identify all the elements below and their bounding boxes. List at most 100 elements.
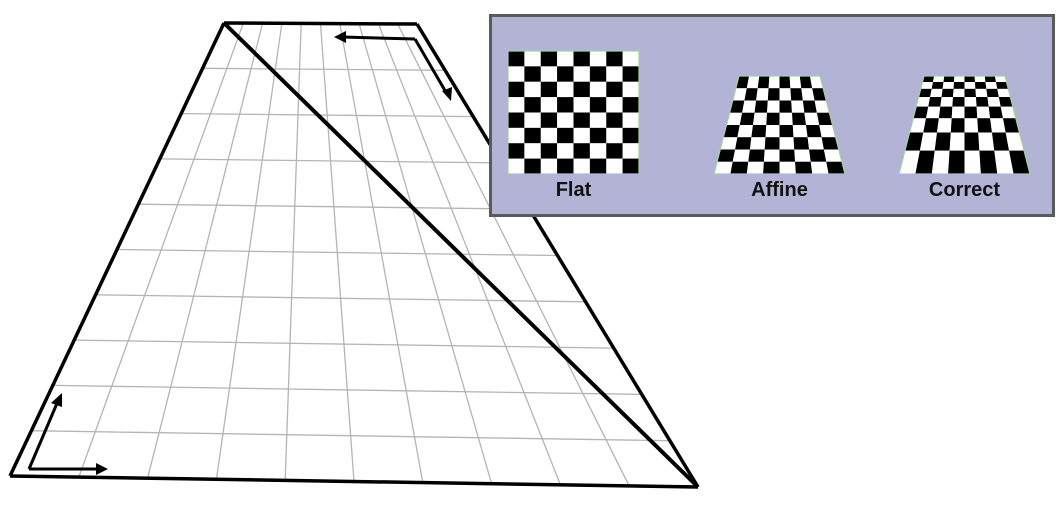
flat-label: Flat	[555, 179, 592, 201]
flat-cell	[589, 66, 607, 82]
flat-cell	[508, 81, 525, 98]
flat-cell	[540, 112, 558, 128]
correct-cell	[996, 82, 1009, 89]
affine-cell	[779, 125, 794, 138]
flat-cell	[622, 51, 639, 67]
flat-cell	[524, 143, 541, 159]
affine-cell	[791, 100, 805, 113]
correct-cell	[942, 82, 954, 89]
correct-cell	[976, 106, 991, 119]
flat-cell	[573, 127, 590, 144]
flat-cell	[557, 158, 574, 174]
correct-cell	[997, 88, 1011, 97]
flat-example: Flat	[506, 49, 641, 202]
flat-cell	[606, 127, 623, 144]
correct-cell	[918, 88, 932, 97]
correct-cell	[975, 88, 988, 97]
correct-cell	[964, 97, 977, 107]
correct-label: Correct	[928, 179, 1001, 201]
affine-cell	[792, 125, 808, 138]
correct-cell	[978, 132, 995, 151]
affine-cell	[807, 137, 824, 150]
correct-example: Correct	[897, 49, 1032, 202]
flat-cell	[508, 127, 525, 144]
affine-cell	[789, 76, 802, 89]
flat-cell	[508, 66, 525, 82]
affine-cell	[823, 149, 842, 162]
flat-cell	[589, 143, 607, 159]
affine-cell	[802, 100, 817, 113]
flat-cell	[508, 158, 525, 174]
flat-cell	[557, 97, 574, 113]
affine-cell	[826, 161, 845, 174]
affine-cell	[753, 112, 767, 125]
flat-cell	[589, 81, 607, 98]
flat-cell	[573, 81, 590, 98]
correct-cell	[913, 106, 929, 119]
flat-cell	[540, 143, 558, 159]
correct-cell	[992, 132, 1010, 151]
correct-cell	[984, 76, 996, 82]
affine-cell	[720, 137, 738, 150]
flat-cell	[540, 51, 558, 67]
flat-border	[507, 50, 640, 174]
correct-cell	[937, 118, 952, 133]
flat-cell	[573, 97, 590, 113]
flat-cell	[606, 51, 623, 67]
affine-cell	[793, 137, 810, 150]
affine-cell	[794, 149, 811, 162]
affine-cell	[732, 88, 747, 101]
affine-cell	[735, 137, 752, 150]
flat-cell	[573, 112, 590, 128]
flat-cell	[622, 158, 639, 174]
flat-cell	[508, 51, 525, 67]
correct-cell	[964, 76, 975, 82]
correct-border	[898, 75, 1031, 174]
affine-cell	[735, 76, 750, 89]
flat-cell	[524, 127, 541, 144]
flat-cell	[573, 66, 590, 82]
correct-cell	[950, 118, 965, 133]
correct-cell	[964, 88, 976, 97]
correct-cell	[985, 82, 998, 89]
flat-cell	[540, 66, 558, 82]
affine-cell	[732, 149, 750, 162]
flat-cell	[589, 97, 607, 113]
correct-cell	[915, 150, 935, 174]
affine-cell	[801, 88, 815, 101]
axis-arrow-icon	[27, 393, 108, 475]
flat-cell	[557, 127, 574, 144]
correct-cell	[986, 88, 999, 97]
correct-cell	[916, 97, 931, 107]
affine-cell	[792, 112, 806, 125]
correct-cell	[979, 150, 998, 174]
affine-cell	[779, 137, 795, 150]
correct-cell	[990, 118, 1006, 133]
affine-border	[713, 75, 846, 174]
flat-cell	[622, 81, 639, 98]
correct-cell	[940, 97, 953, 107]
flat-cell	[606, 97, 623, 113]
grid-line-horizontal	[74, 339, 614, 349]
correct-cell	[964, 106, 978, 119]
correct-cell	[977, 118, 992, 133]
correct-cell	[1009, 150, 1030, 174]
affine-cell	[779, 149, 796, 162]
correct-cell	[899, 150, 920, 174]
grid-line-horizontal	[52, 384, 642, 396]
grid-line-horizontal	[31, 430, 670, 442]
flat-cell	[573, 158, 590, 174]
correct-cell	[964, 132, 980, 151]
flat-cell	[524, 81, 541, 98]
flat-cell	[557, 66, 574, 82]
affine-checkerboard	[713, 75, 846, 174]
flat-cell	[622, 66, 639, 82]
correct-cell	[922, 76, 935, 82]
correct-cell	[987, 97, 1001, 107]
affine-cell	[779, 88, 792, 101]
affine-cell	[717, 149, 736, 162]
flat-cell	[606, 81, 623, 98]
correct-cell	[953, 88, 965, 97]
grid-line-vertical	[397, 23, 630, 487]
correct-cell	[994, 150, 1014, 174]
